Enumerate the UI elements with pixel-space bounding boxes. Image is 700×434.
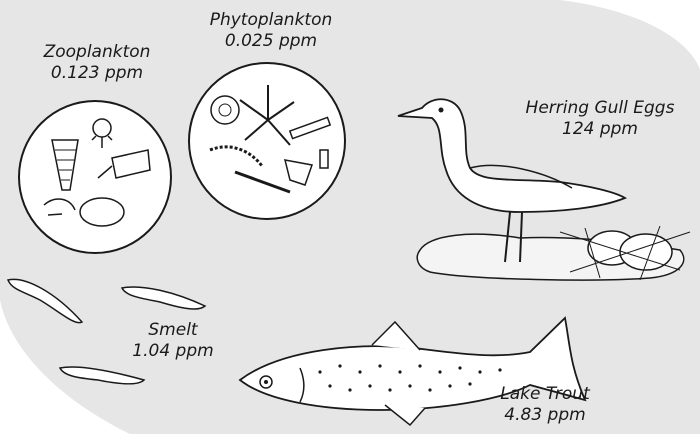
phytoplankton-illustration: [189, 63, 345, 219]
smelt-label: Smelt 1.04 ppm: [118, 320, 228, 362]
herring-gull-eggs-label: Herring Gull Eggs 124 ppm: [500, 98, 700, 140]
organism-name: Phytoplankton: [196, 10, 346, 31]
concentration-value: 1.04 ppm: [118, 341, 228, 362]
concentration-value: 0.123 ppm: [22, 63, 172, 84]
organism-name: Smelt: [118, 320, 228, 341]
concentration-value: 0.025 ppm: [196, 31, 346, 52]
lake-trout-label: Lake Trout 4.83 ppm: [470, 384, 620, 426]
concentration-value: 4.83 ppm: [470, 405, 620, 426]
concentration-value: 124 ppm: [500, 119, 700, 140]
organism-name: Zooplankton: [22, 42, 172, 63]
zooplankton-illustration: [19, 101, 171, 253]
phytoplankton-label: Phytoplankton 0.025 ppm: [196, 10, 346, 52]
organism-name: Lake Trout: [470, 384, 620, 405]
organism-name: Herring Gull Eggs: [500, 98, 700, 119]
zooplankton-label: Zooplankton 0.123 ppm: [22, 42, 172, 84]
